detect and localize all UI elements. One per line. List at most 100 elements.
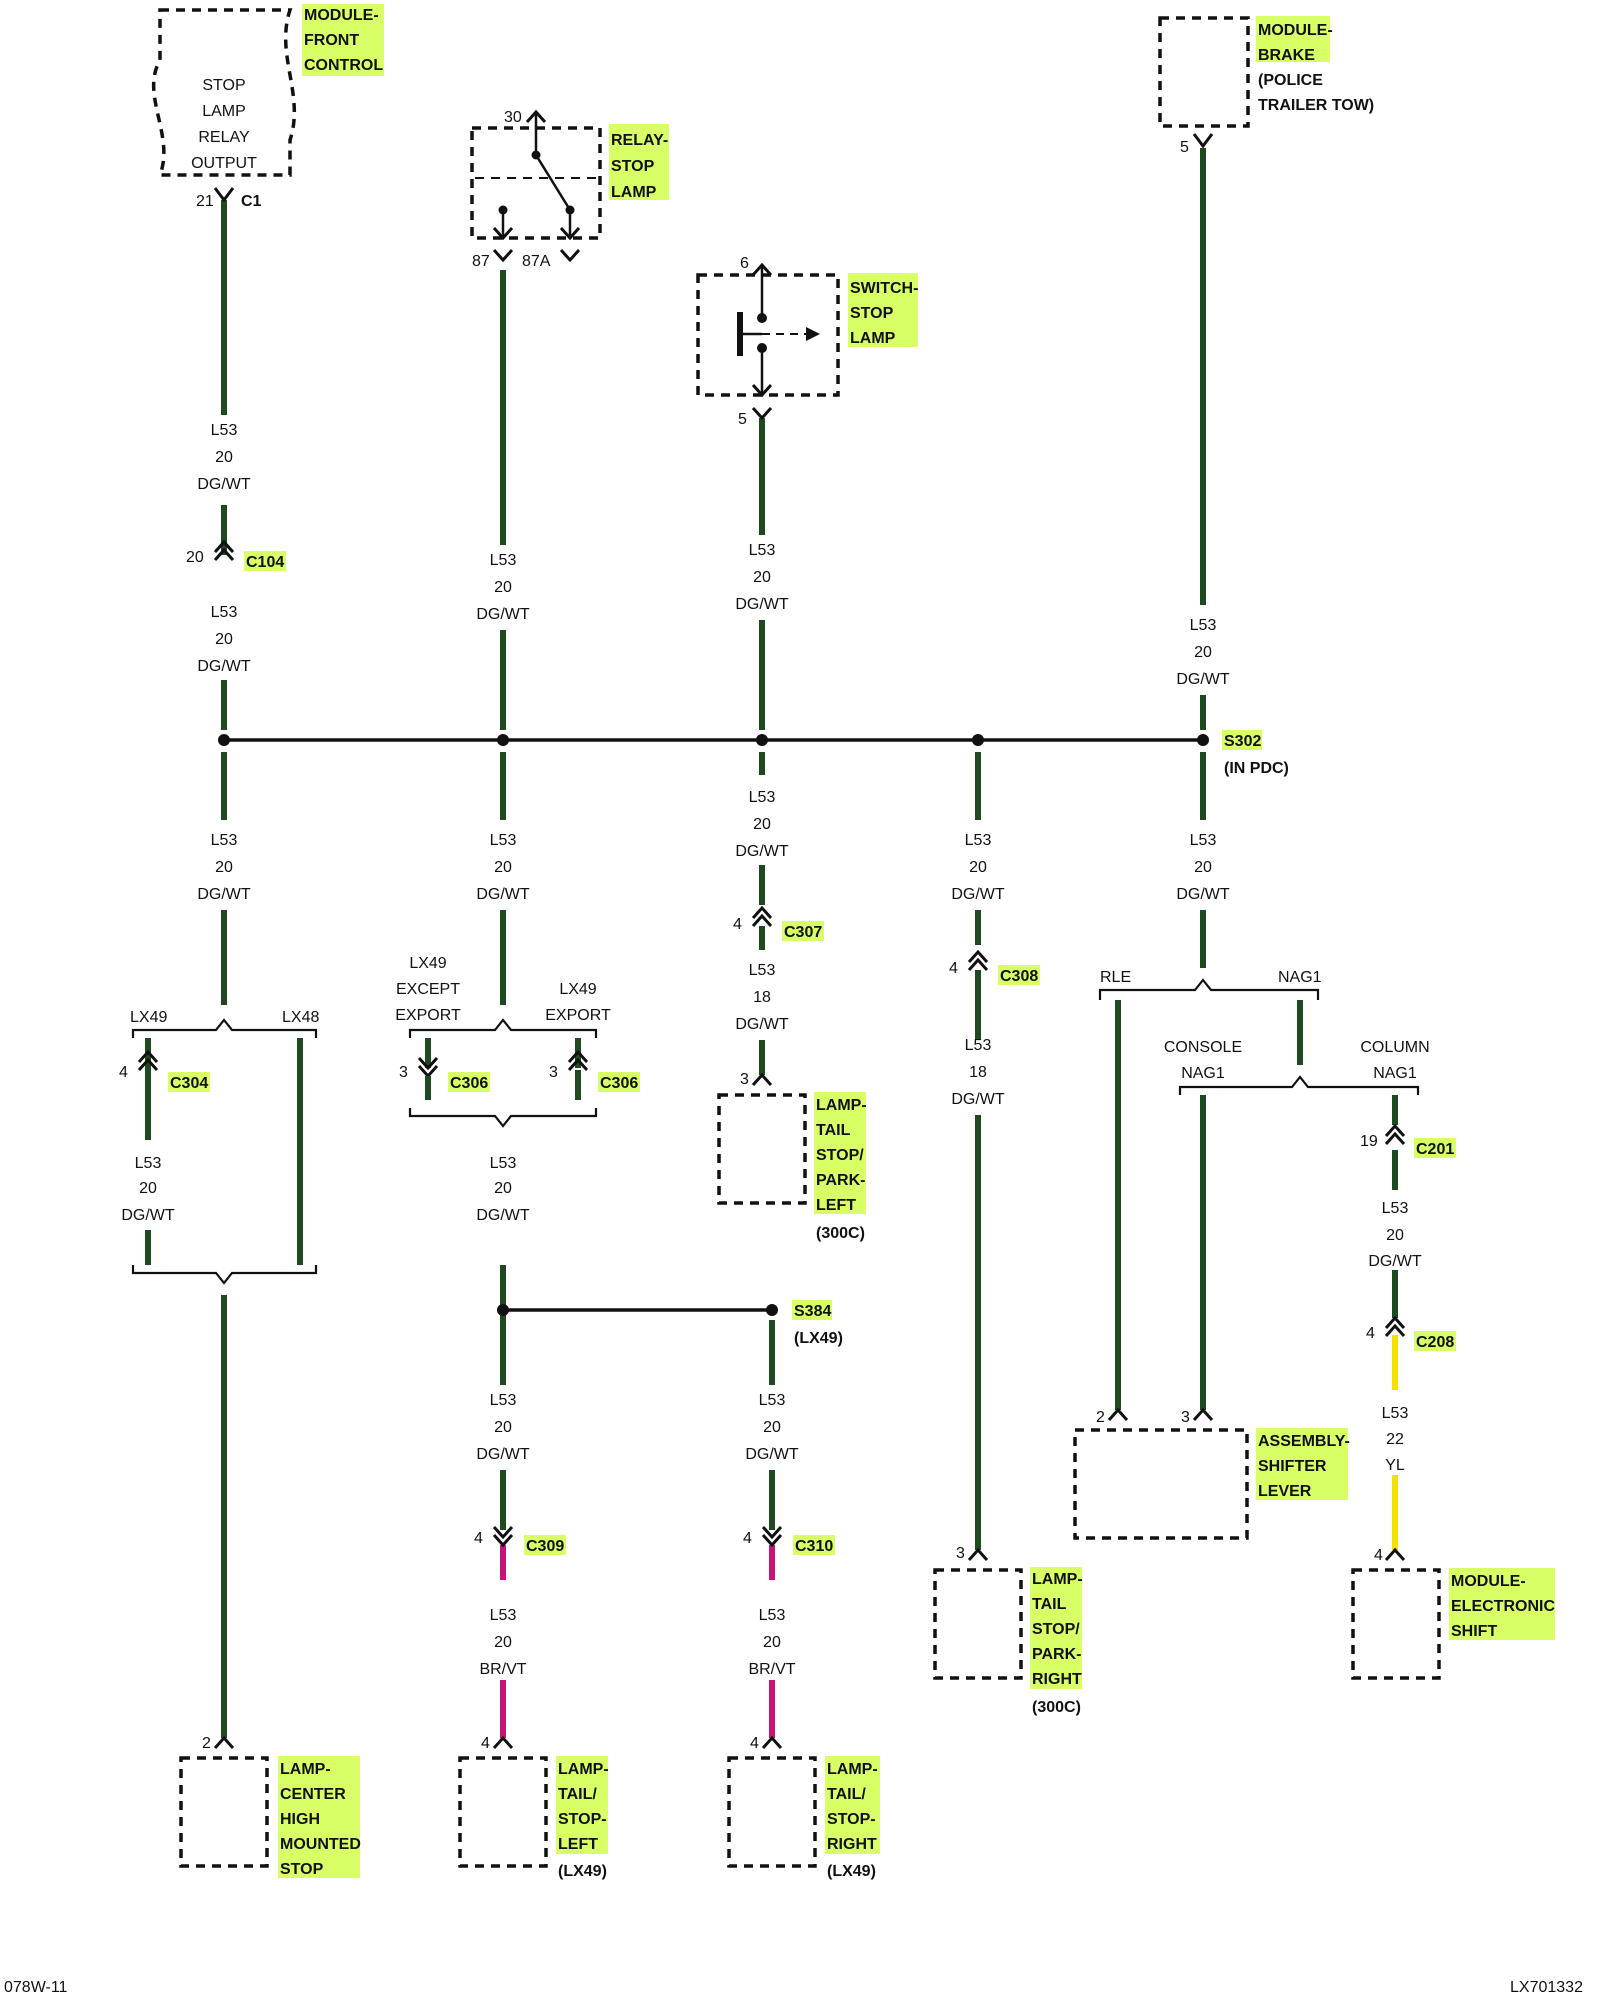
fcm-inner-4: OUTPUT [191,155,257,172]
wl-c5c-3: DG/WT [1368,1253,1422,1270]
wl-c5d-2: 22 [1386,1431,1404,1448]
svg-text:3: 3 [740,1071,749,1088]
svg-text:HIGH: HIGH [280,1811,320,1828]
module-front-control: STOP LAMP RELAY OUTPUT MODULE- FRONT CON… [151,4,384,210]
svg-text:PARK-: PARK- [816,1172,865,1189]
svg-text:MODULE-: MODULE- [1451,1573,1526,1590]
assembly-shifter-lever: 2 3 ASSEMBLY- SHIFTER LEVER [1073,1407,1350,1540]
wl-c5d-3: YL [1385,1457,1405,1474]
brake-name-4: TRAILER TOW) [1258,97,1374,114]
svg-text:STOP/: STOP/ [816,1147,864,1164]
connector-c208: 4 C208 [1366,1315,1456,1351]
splice-s302-bus [218,734,1209,746]
wl-c2a-3: DG/WT [476,606,530,623]
opt-console-1: CONSOLE [1164,1039,1242,1056]
wl-c2f-2: 20 [763,1419,781,1436]
relay-stop-lamp: 30 87 87A RELAY- STOP LAMP [470,109,669,270]
splice-s384-dot-right [766,1304,778,1316]
fcm-inner-1: STOP [202,77,245,94]
svg-text:TAIL: TAIL [1032,1596,1067,1613]
svg-text:C208: C208 [1416,1334,1454,1351]
opt-lx49-col1: LX49 [130,1009,167,1026]
connector-c201: 19 C201 [1360,1123,1456,1158]
fcm-name-1: MODULE- [304,7,379,24]
svg-text:2: 2 [202,1735,211,1752]
svg-text:STOP-: STOP- [827,1811,876,1828]
relay-pin-87: 87 [472,253,490,270]
svg-text:2: 2 [1096,1409,1105,1426]
wl-c4a-2: 20 [969,859,987,876]
svg-text:PARK-: PARK- [1032,1646,1081,1663]
svg-text:TAIL: TAIL [816,1122,851,1139]
svg-text:STOP/: STOP/ [1032,1621,1080,1638]
wl-c2d-2: 20 [494,1419,512,1436]
wl-c5c-2: 20 [1386,1227,1404,1244]
fcm-name-2: FRONT [304,32,359,49]
wl-c5a-1: L53 [1190,617,1217,634]
opt-nag1: NAG1 [1278,969,1322,986]
svg-text:4: 4 [743,1530,752,1547]
lamp-tail-stop-right-lx49: 4 LAMP- TAIL/ STOP- RIGHT (LX49) [727,1735,880,1880]
connector-c309: 4 C309 [474,1525,566,1555]
wl-c1a-1: L53 [211,422,238,439]
svg-text:TAIL/: TAIL/ [827,1786,866,1803]
svg-text:RIGHT: RIGHT [827,1836,877,1853]
svg-text:3: 3 [956,1545,965,1562]
svg-text:20: 20 [186,549,204,566]
svg-text:4: 4 [119,1064,128,1081]
opt-export-1: LX49 [559,981,596,998]
lamp-tail-stop-park-right: 3 LAMP- TAIL STOP/ PARK- RIGHT (300C) [933,1545,1083,1716]
opt-lx48-col1: LX48 [282,1009,319,1026]
wl-c3a-2: 20 [753,569,771,586]
splice-s384-bus [497,1304,778,1316]
relay-name-2: STOP [611,158,655,175]
svg-text:MOUNTED: MOUNTED [280,1836,361,1853]
splice-dot-col1 [218,734,230,746]
wl-c2b-2: 20 [494,859,512,876]
wl-c4b-3: DG/WT [951,1091,1005,1108]
brace-col2-bottom [408,1108,598,1128]
s384-name: S384 [794,1303,831,1320]
connector-c104: 20 C104 [186,539,286,571]
svg-text:C304: C304 [170,1075,208,1092]
opt-export-2: EXPORT [545,1007,611,1024]
svg-text:C104: C104 [246,554,284,571]
svg-text:4: 4 [949,960,958,977]
wl-c2g-2: 20 [763,1634,781,1651]
wl-c2g-1: L53 [759,1607,786,1624]
svg-text:(300C): (300C) [816,1225,865,1242]
wl-c5c-1: L53 [1382,1200,1409,1217]
svg-text:19: 19 [1360,1133,1378,1150]
wires [145,148,1398,1738]
wl-c4a-3: DG/WT [951,886,1005,903]
svg-text:4: 4 [474,1530,483,1547]
svg-text:C308: C308 [1000,968,1038,985]
svg-text:C310: C310 [795,1538,833,1555]
fcm-inner-2: LAMP [202,103,246,120]
svg-text:3: 3 [399,1064,408,1081]
wl-c3c-3: DG/WT [735,1016,789,1033]
wire-labels: L53 20 DG/WT L53 20 DG/WT L53 20 DG/WT L… [121,422,1422,1678]
wl-c5a-2: 20 [1194,644,1212,661]
relay-pin-30: 30 [504,109,522,126]
wl-c2c-1: L53 [490,1155,517,1172]
braces [131,978,1420,1285]
connector-c304: 4 C304 [119,1049,210,1092]
connector-c308: 4 C308 [949,949,1040,1025]
opt-column-2: NAG1 [1373,1065,1417,1082]
wl-c1b-2: 20 [215,631,233,648]
opt-except-1: LX49 [409,955,446,972]
relay-name-1: RELAY- [611,132,668,149]
svg-text:3: 3 [1181,1409,1190,1426]
splice-dot-col3 [756,734,768,746]
wl-c2d-1: L53 [490,1392,517,1409]
splice-labels: S302 (IN PDC) S384 (LX49) [792,730,1289,1347]
svg-text:C307: C307 [784,924,822,941]
svg-text:(300C): (300C) [1032,1699,1081,1716]
footer-right: LX701332 [1510,1979,1583,1996]
wl-c5a-3: DG/WT [1176,671,1230,688]
wl-c5b-2: 20 [1194,859,1212,876]
switch-pin-5: 5 [738,411,747,428]
opt-column-1: COLUMN [1360,1039,1429,1056]
